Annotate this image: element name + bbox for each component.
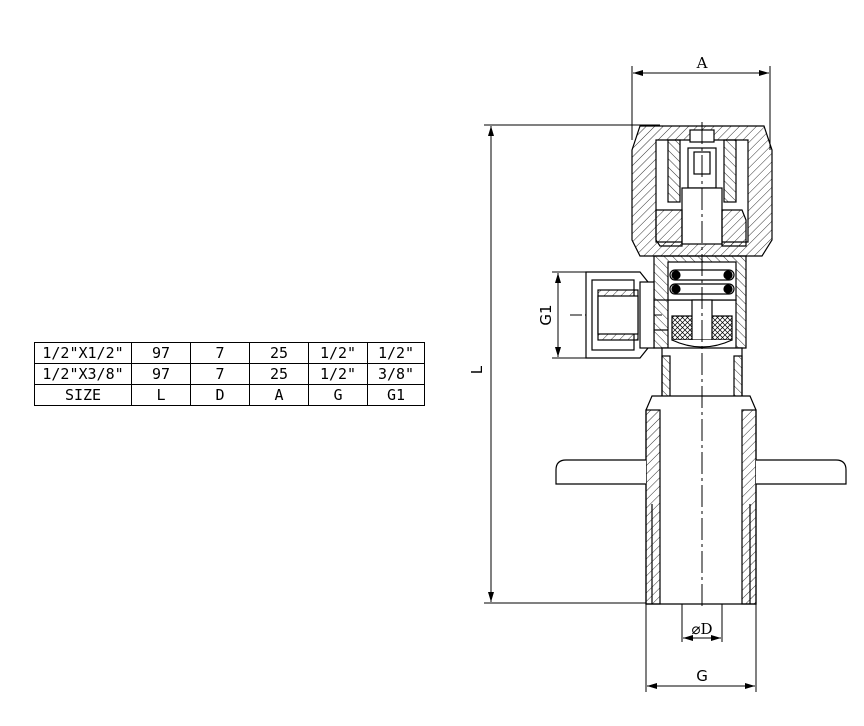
dimension-l-label: L: [468, 365, 486, 374]
dimension-g-label: G: [696, 667, 708, 685]
table-cell: 1/2"X3/8": [34, 363, 132, 385]
dimension-d: [681, 604, 723, 642]
size-table: 1/2"X1/2" 97 7 25 1/2" 1/2" 1/2"X3/8" 97…: [34, 342, 425, 406]
table-header-cell: G: [308, 384, 368, 406]
valve-body: [555, 125, 847, 605]
dimension-a-label: A: [696, 54, 708, 72]
table-cell: 1/2"X1/2": [34, 342, 132, 364]
table-header-cell: SIZE: [34, 384, 132, 406]
table-header-cell: G1: [367, 384, 425, 406]
dimension-d-label: ⌀D: [691, 620, 712, 638]
dimension-g1-label: G1: [537, 304, 555, 325]
table-header-row: SIZE L D A G G1: [34, 384, 425, 406]
table-header-cell: L: [131, 384, 191, 406]
dimension-g: [645, 604, 757, 692]
dimension-l: [484, 124, 660, 604]
table-row: 1/2"X3/8" 97 7 25 1/2" 3/8": [34, 363, 425, 385]
dimension-a: [631, 66, 771, 150]
